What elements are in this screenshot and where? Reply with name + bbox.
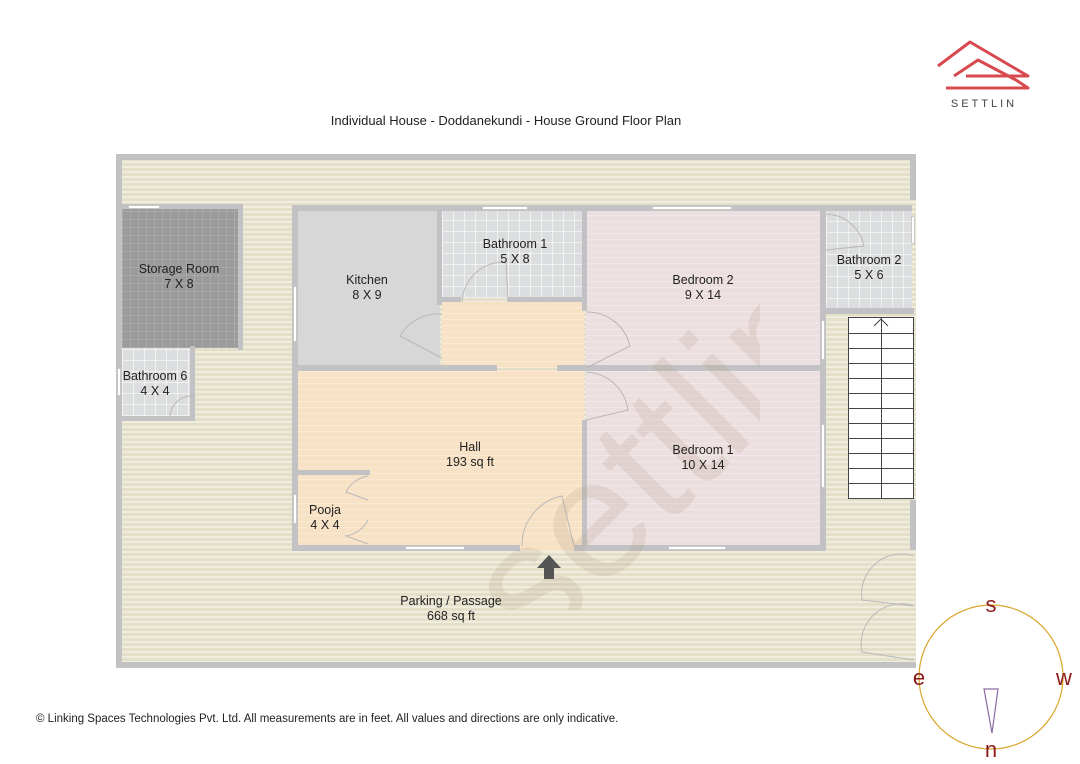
bathroom-2-label: Bathroom 2 5 X 6 xyxy=(836,253,902,282)
bath1-wall-right xyxy=(582,205,587,311)
outer-wall-right-lower xyxy=(910,500,916,550)
bedroom-2 xyxy=(586,210,822,366)
bathroom-6 xyxy=(122,348,192,416)
inner-passage xyxy=(442,302,584,368)
pooja-wall-top xyxy=(292,470,370,475)
bedrooms-divider xyxy=(582,365,826,371)
house-roof-logo-icon xyxy=(937,40,1030,90)
hall-label: Hall 193 sq ft xyxy=(446,440,494,469)
compass-west-label: w xyxy=(1056,665,1072,690)
pooja xyxy=(298,474,368,546)
outer-wall-left xyxy=(116,154,122,668)
stair-up-arrow-icon xyxy=(873,318,889,327)
kitchen xyxy=(298,210,440,366)
plan-title: Individual House - Doddanekundi - House … xyxy=(330,113,682,128)
house-wall-top xyxy=(292,205,912,211)
kitchen-wall-bottom xyxy=(292,365,497,371)
entrance-arrow-icon xyxy=(537,555,561,579)
compass-south-label: s xyxy=(985,592,997,617)
bath1-wall-bottom-right xyxy=(508,297,586,302)
outer-wall-right-upper xyxy=(910,154,916,200)
bedroom1-window xyxy=(668,546,726,550)
bathroom-2 xyxy=(826,210,912,310)
bath2-window xyxy=(911,216,915,244)
bathroom-6-label: Bathroom 6 4 X 4 xyxy=(122,369,188,398)
copyright-footer: © Linking Spaces Technologies Pvt. Ltd. … xyxy=(36,713,619,725)
bathroom-1-label: Bathroom 1 5 X 8 xyxy=(482,237,548,266)
outer-wall-bottom xyxy=(116,662,916,668)
storage-room xyxy=(122,206,240,348)
bedroom2-side-window xyxy=(821,320,825,360)
storage-wall-top xyxy=(116,204,242,209)
bath6-window xyxy=(117,368,121,396)
storage-window xyxy=(128,205,160,209)
staircase xyxy=(848,317,914,499)
bath1-wall-bottom-left xyxy=(437,297,461,302)
bedroom-wall-right xyxy=(820,205,826,551)
logo-text: SETTLIN xyxy=(950,98,1018,110)
bath6-wall-bottom xyxy=(116,416,195,421)
bedroom2-window xyxy=(652,206,732,210)
kitchen-window xyxy=(293,286,297,342)
hall-window xyxy=(405,546,465,550)
compass-ring-icon xyxy=(918,604,1064,750)
bedroom-1-label: Bedroom 1 10 X 14 xyxy=(672,443,734,472)
main-door-opening xyxy=(520,545,574,551)
storage-room-label: Storage Room 7 X 8 xyxy=(138,262,220,291)
compass-needle-icon xyxy=(983,688,999,734)
bath2-wall-bottom xyxy=(820,308,914,314)
kitchen-wall-right xyxy=(437,205,442,305)
compass: s e w n xyxy=(906,592,1076,762)
storage-wall-right xyxy=(238,204,243,350)
hall-wall-top-right xyxy=(557,365,587,371)
pooja-label: Pooja 4 X 4 xyxy=(309,503,341,532)
settlin-logo: SETTLIN xyxy=(934,36,1034,116)
bedroom1-side-window xyxy=(821,424,825,488)
bedroom-2-label: Bedroom 2 9 X 14 xyxy=(672,273,734,302)
kitchen-label: Kitchen 8 X 9 xyxy=(346,273,388,302)
house-wall-left xyxy=(292,205,298,550)
compass-north-label: n xyxy=(984,737,998,762)
pooja-window xyxy=(293,494,297,524)
bath1-window xyxy=(482,206,528,210)
outer-wall-top xyxy=(116,154,916,160)
parking-label: Parking / Passage 668 sq ft xyxy=(400,594,502,623)
bedroom1-wall-left xyxy=(582,420,587,550)
bathroom-1 xyxy=(442,210,584,298)
bath6-wall-right xyxy=(190,346,195,420)
compass-east-label: e xyxy=(912,665,926,690)
